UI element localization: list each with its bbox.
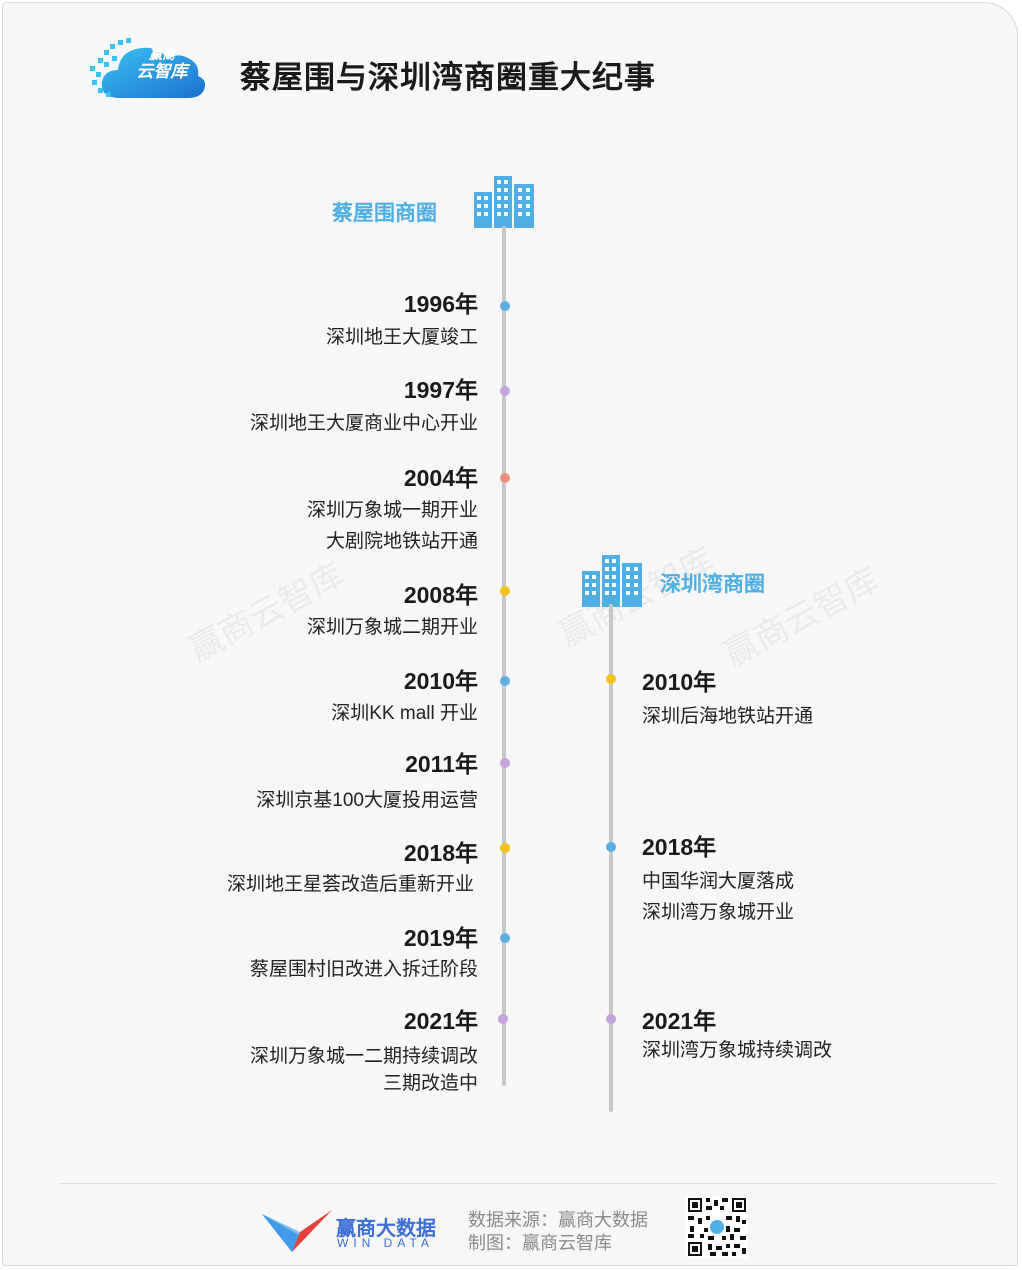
event-desc-line: 深圳万象城一二期持续调改	[249, 1046, 478, 1067]
qr-code-icon	[686, 1196, 748, 1258]
building-icon	[582, 555, 642, 607]
event-desc-line: 深圳湾万象城持续调改	[642, 1040, 833, 1061]
timeline-dot	[500, 386, 510, 396]
timeline-dot	[500, 933, 510, 943]
windata-logo-icon	[262, 1210, 332, 1252]
footer-source: 数据来源：赢商大数据	[468, 1210, 648, 1230]
event-desc-line: 深圳地王大厦商业中心开业	[249, 413, 478, 434]
event-year: 2011年	[405, 751, 478, 777]
footer-made-by: 制图：赢商云智库	[468, 1233, 612, 1253]
footer-brand-sub: WIN DATA	[337, 1236, 434, 1250]
event-year: 2021年	[642, 1008, 717, 1034]
timeline-dot	[500, 586, 510, 596]
left-section-title: 蔡屋围商圈	[332, 202, 437, 225]
event-desc-line: 中国华润大厦落成	[642, 871, 795, 892]
timeline-dot	[500, 843, 510, 853]
event-desc-line: 深圳万象城二期开业	[306, 617, 478, 638]
event-year: 2010年	[403, 668, 478, 694]
event-year: 1997年	[403, 377, 478, 403]
timeline-dot	[606, 842, 616, 852]
timeline-dot	[500, 758, 510, 768]
event-desc-line: 深圳KK mall 开业	[331, 703, 478, 724]
timeline-dot	[500, 301, 510, 311]
right-section-title: 深圳湾商圈	[660, 573, 765, 596]
event-desc-line: 深圳京基100大厦投用运营	[256, 790, 478, 811]
logo-text: 赢商 云智库	[122, 46, 202, 80]
left-timeline-line	[502, 226, 506, 1086]
event-desc-line: 三期改造中	[382, 1073, 478, 1094]
cloud-logo-icon	[90, 38, 206, 98]
right-timeline-line	[609, 604, 613, 1112]
timeline-dot	[498, 1014, 508, 1024]
footer-brand: 赢商大数据	[336, 1218, 436, 1240]
page-title: 蔡屋围与深圳湾商圈重大纪事	[240, 60, 656, 95]
event-desc-line: 深圳地王大厦竣工	[325, 327, 478, 348]
event-desc-line: 深圳万象城一期开业	[306, 500, 478, 521]
event-desc-line: 大剧院地铁站开通	[325, 531, 478, 552]
event-desc-line: 深圳后海地铁站开通	[642, 706, 814, 727]
event-year: 2021年	[403, 1008, 478, 1034]
event-year: 1996年	[403, 291, 478, 317]
timeline-dot	[606, 674, 616, 684]
logo-text-top: 赢商	[148, 47, 175, 62]
event-year: 2010年	[642, 669, 717, 695]
logo-text-bottom: 云智库	[136, 62, 188, 81]
footer-divider	[60, 1183, 996, 1184]
timeline-dot	[606, 1014, 616, 1024]
event-year: 2018年	[642, 834, 717, 860]
event-desc-line: 深圳湾万象城开业	[642, 902, 795, 923]
timeline-dot	[500, 676, 510, 686]
event-year: 2008年	[403, 582, 478, 608]
event-year: 2004年	[403, 465, 478, 491]
event-desc-line: 蔡屋围村旧改进入拆迁阶段	[249, 959, 478, 980]
event-year: 2018年	[403, 840, 478, 866]
event-desc-line: 深圳地王星荟改造后重新开业	[226, 874, 474, 895]
event-year: 2019年	[403, 925, 478, 951]
building-icon	[474, 176, 534, 228]
timeline-dot	[500, 473, 510, 483]
